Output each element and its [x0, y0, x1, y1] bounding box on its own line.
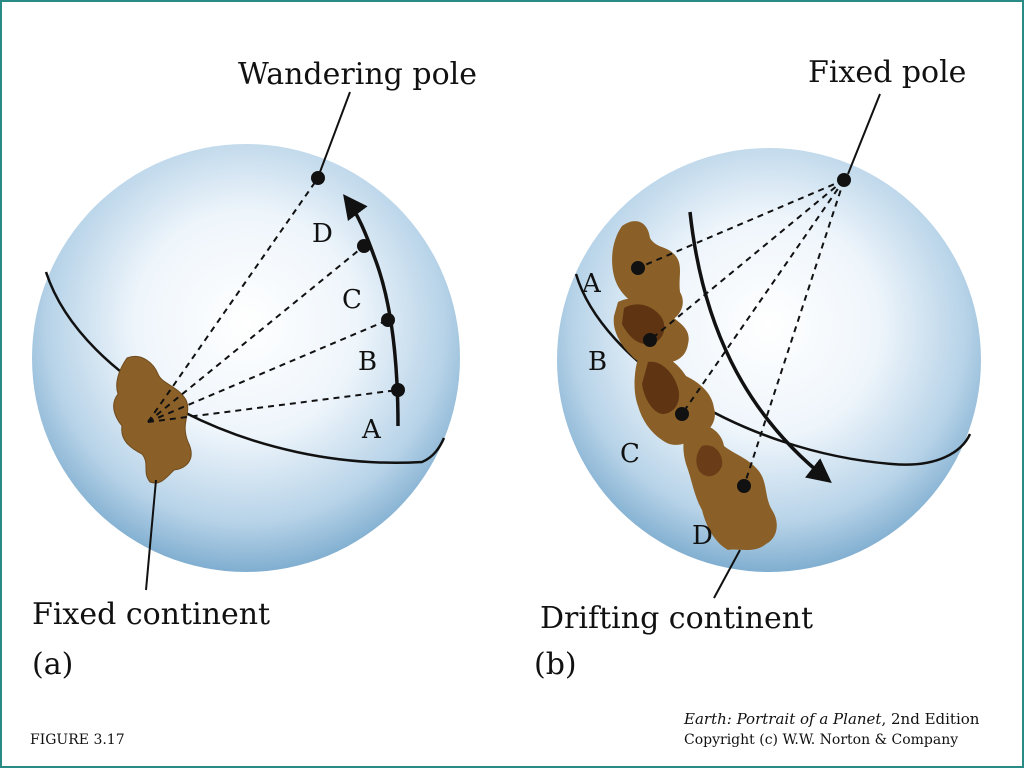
panel-a-tag: (a)	[32, 647, 73, 682]
book-edition: , 2nd Edition	[881, 710, 979, 728]
pole-dot-c	[381, 313, 395, 327]
site-dot-b	[643, 333, 657, 347]
site-dot-d	[737, 479, 751, 493]
pole-dot-final	[311, 171, 325, 185]
pole-dot-d	[357, 239, 371, 253]
point-label-b-b: B	[588, 347, 607, 377]
pole-lines-b	[637, 179, 845, 487]
leader-fixed-continent	[145, 479, 157, 591]
figure-number: FIGURE 3.17	[30, 732, 125, 748]
copyright-line: Copyright (c) W.W. Norton & Company	[684, 732, 958, 748]
drift-path-arrow	[688, 211, 832, 484]
point-label-b-c: C	[620, 439, 640, 469]
pole-lines-a	[147, 177, 399, 423]
point-label-b-a: A	[581, 269, 602, 299]
pole-dot-b	[391, 383, 405, 397]
globe-a	[32, 144, 460, 572]
book-title: Earth: Portrait of a Planet	[683, 710, 882, 728]
panel-a: D C B A Wandering pole Fixed continent (…	[32, 57, 477, 682]
point-label-a-c: C	[342, 285, 362, 315]
continent-overlap-2	[642, 361, 680, 414]
continent-overlap-3	[696, 445, 723, 477]
drifting-continent-a	[612, 221, 683, 321]
fixed-pole-label: Fixed pole	[808, 55, 966, 90]
leader-drifting-continent	[713, 549, 741, 599]
point-label-a-b: B	[358, 347, 377, 377]
fixed-continent-label: Fixed continent	[32, 597, 270, 632]
point-label-a-a: A	[361, 415, 382, 445]
point-label-a-d: D	[312, 219, 333, 249]
wandering-pole-label: Wandering pole	[238, 57, 477, 92]
point-label-b-d: D	[692, 521, 713, 551]
panel-b: A B C D Fixed pole Drifting continent (b…	[534, 55, 981, 682]
drifting-continent-label: Drifting continent	[540, 601, 813, 636]
wander-path-arrow	[343, 194, 400, 427]
site-dot-a	[631, 261, 645, 275]
leader-wandering-pole	[319, 91, 351, 173]
panel-b-tag: (b)	[534, 647, 577, 682]
fixed-pole-dot	[837, 173, 851, 187]
equator-a	[44, 271, 446, 465]
site-dot-c	[675, 407, 689, 421]
equator-b	[574, 273, 972, 466]
book-citation: Earth: Portrait of a Planet, 2nd Edition	[683, 710, 980, 728]
leader-fixed-pole	[847, 93, 881, 175]
